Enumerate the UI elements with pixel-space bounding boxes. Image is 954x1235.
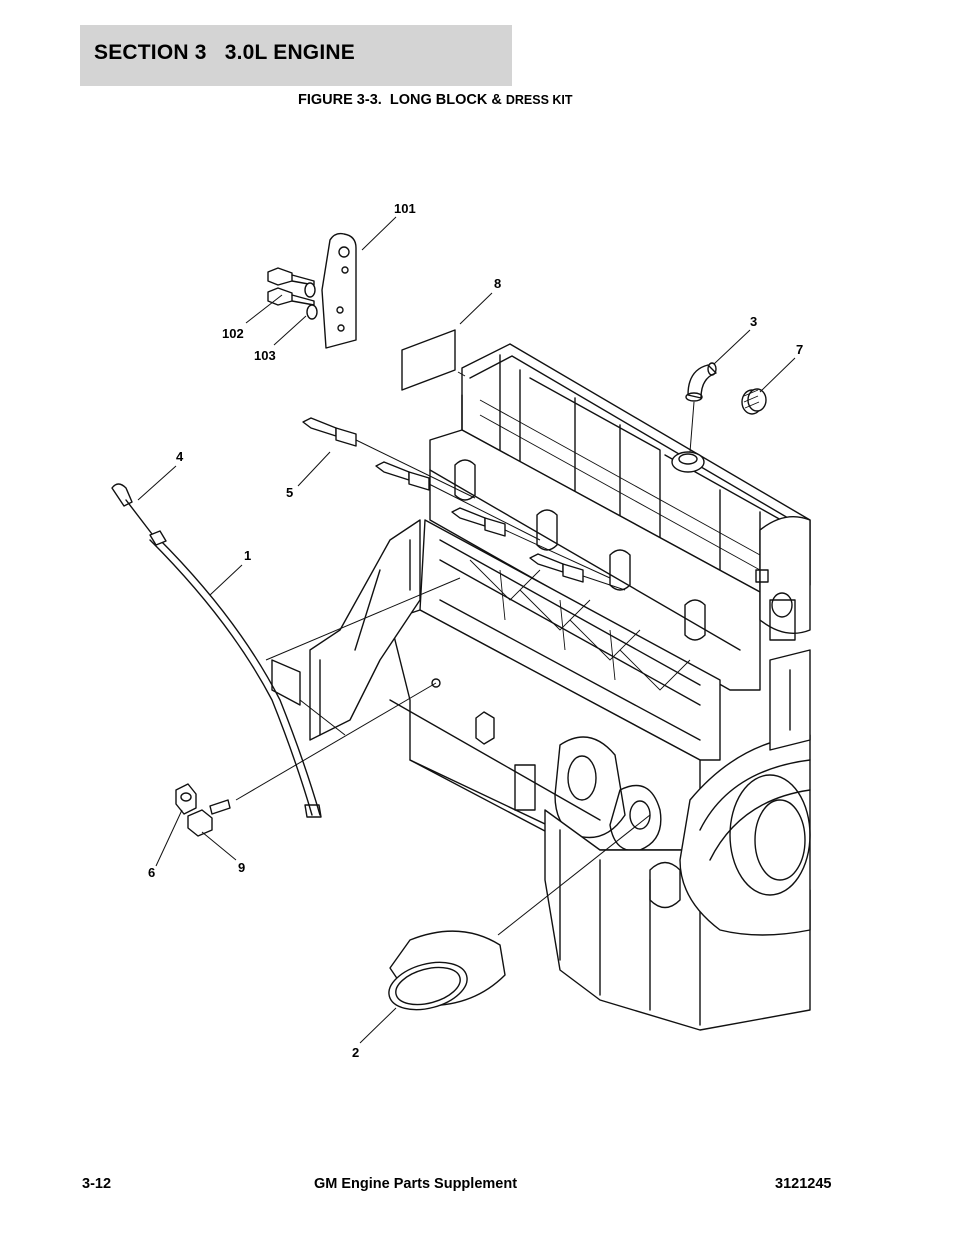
callout-9: 9 [238,860,245,875]
callout-5: 5 [286,485,293,500]
part-4-dipstick [111,483,153,535]
callout-8: 8 [494,276,501,291]
part-7-oil-fill-cap [741,388,767,415]
leader-lines [137,216,796,1044]
engine-block [309,343,811,1031]
figure-caption: FIGURE 3-3. LONG BLOCK & DRESS KIT [298,92,573,108]
callout-103: 103 [254,348,276,363]
callout-3: 3 [750,314,757,329]
part-8-decal [401,329,456,391]
callout-101: 101 [394,201,416,216]
projection-lines [235,371,695,936]
part-9-adapter-fitting [187,799,231,837]
part-101-lifting-bracket [321,232,357,349]
document-title: GM Engine Parts Supplement [314,1176,518,1192]
page-number: 3-12 [82,1176,112,1192]
callout-7: 7 [796,342,803,357]
callout-2: 2 [352,1045,359,1060]
figure-caption-small: DRESS KIT [505,93,573,107]
part-2-oil-filter [388,930,506,1011]
section-header: SECTION 3 3.0L ENGINE [80,25,512,86]
part-3-pcv-elbow [685,362,717,402]
callout-labels: 101 102 103 8 3 7 4 5 1 6 9 2 [148,201,803,1060]
section-title: SECTION 3 3.0L ENGINE [94,41,355,64]
part-number: 3121245 [775,1176,832,1192]
part-5-spark-plugs [302,417,626,591]
part-6-oil-pressure-sensor [175,783,197,815]
callout-1: 1 [244,548,251,563]
callout-6: 6 [148,865,155,880]
callout-4: 4 [176,449,184,464]
figure-caption-main: FIGURE 3-3. LONG BLOCK & [298,92,506,108]
part-103-washers [304,282,318,320]
callout-102: 102 [222,326,244,341]
part-1-dipstick-tube [149,530,322,818]
